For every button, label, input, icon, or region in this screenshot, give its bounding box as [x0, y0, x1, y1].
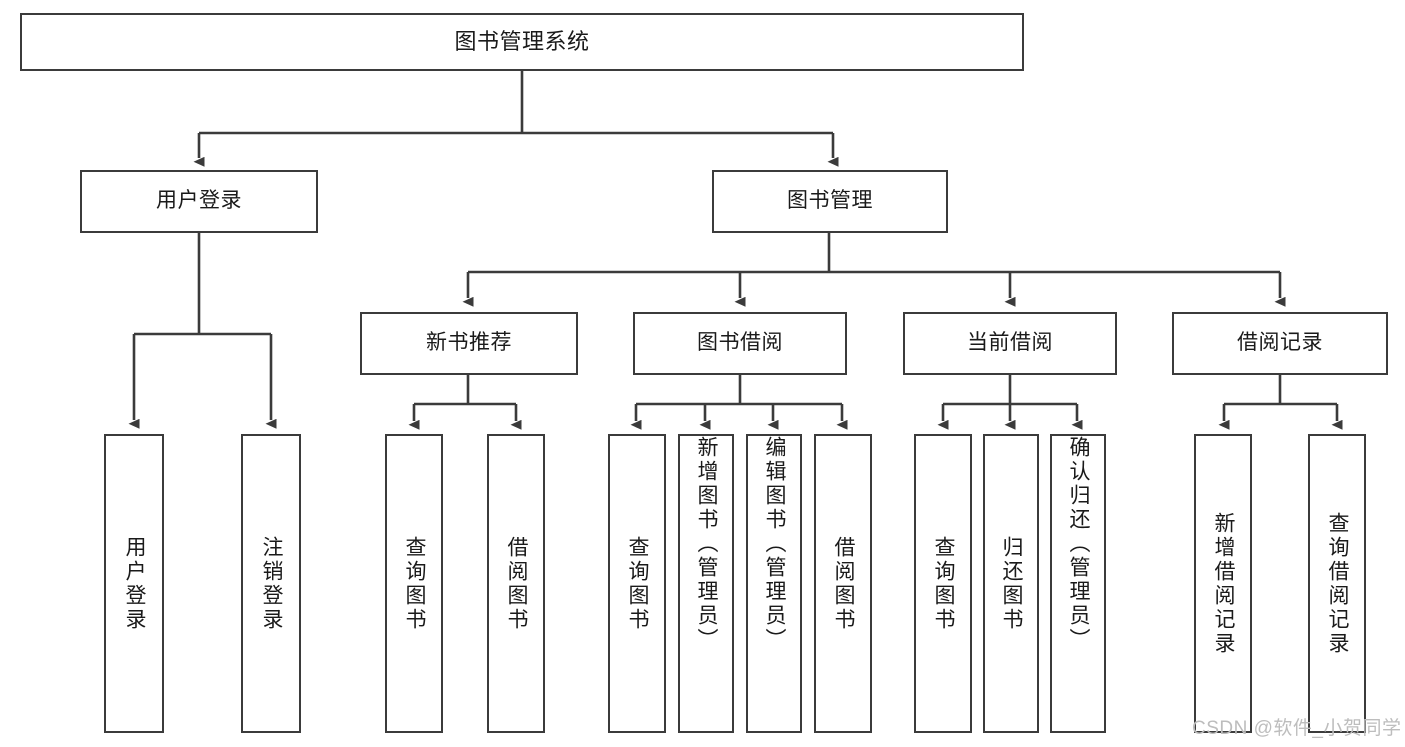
node-current-borrow[interactable]: 当前借阅 [903, 312, 1117, 375]
node-label: 新书推荐 [426, 331, 512, 355]
leaf-borrow-borrow-book[interactable]: 借阅图书 [814, 434, 872, 733]
leaf-record-add-record[interactable]: 新增借阅记录 [1194, 434, 1252, 733]
node-label: 用户登录 [123, 535, 147, 632]
leaf-current-return-book[interactable]: 归还图书 [983, 434, 1039, 733]
node-label: 新增图书（管理员） [695, 436, 719, 652]
node-root-system[interactable]: 图书管理系统 [20, 13, 1024, 71]
node-label: 归还图书 [1000, 535, 1024, 632]
node-label: 图书借阅 [697, 331, 783, 355]
node-label: 确认归还（管理员） [1067, 436, 1091, 652]
leaf-recommend-query-book[interactable]: 查询图书 [385, 434, 443, 733]
leaf-current-query-book[interactable]: 查询图书 [914, 434, 972, 733]
node-user-login[interactable]: 用户登录 [80, 170, 318, 233]
node-label: 注销登录 [260, 535, 284, 632]
node-label: 用户登录 [156, 189, 242, 213]
leaf-borrow-edit-book-admin[interactable]: 编辑图书（管理员） [746, 434, 802, 733]
node-label: 图书管理 [787, 189, 873, 213]
node-book-management[interactable]: 图书管理 [712, 170, 948, 233]
node-book-borrow[interactable]: 图书借阅 [633, 312, 847, 375]
leaf-current-confirm-return-admin[interactable]: 确认归还（管理员） [1050, 434, 1106, 733]
node-label: 当前借阅 [967, 331, 1053, 355]
node-label: 新增借阅记录 [1212, 511, 1236, 656]
leaf-borrow-add-book-admin[interactable]: 新增图书（管理员） [678, 434, 734, 733]
node-label: 借阅图书 [832, 535, 856, 632]
node-label: 查询借阅记录 [1326, 511, 1350, 656]
watermark: CSDN @软件_小贺同学 [1192, 718, 1402, 739]
node-label: 借阅图书 [505, 535, 529, 632]
leaf-user-login[interactable]: 用户登录 [104, 434, 164, 733]
node-label: 编辑图书（管理员） [763, 436, 787, 652]
node-label: 查询图书 [932, 535, 956, 632]
leaf-record-query-record[interactable]: 查询借阅记录 [1308, 434, 1366, 733]
node-new-book-recommend[interactable]: 新书推荐 [360, 312, 578, 375]
node-label: 借阅记录 [1237, 331, 1323, 355]
leaf-recommend-borrow-book[interactable]: 借阅图书 [487, 434, 545, 733]
node-label: 查询图书 [403, 535, 427, 632]
node-borrow-record[interactable]: 借阅记录 [1172, 312, 1388, 375]
leaf-logout[interactable]: 注销登录 [241, 434, 301, 733]
node-label: 图书管理系统 [454, 29, 590, 55]
node-label: 查询图书 [626, 535, 650, 632]
leaf-borrow-query-book[interactable]: 查询图书 [608, 434, 666, 733]
